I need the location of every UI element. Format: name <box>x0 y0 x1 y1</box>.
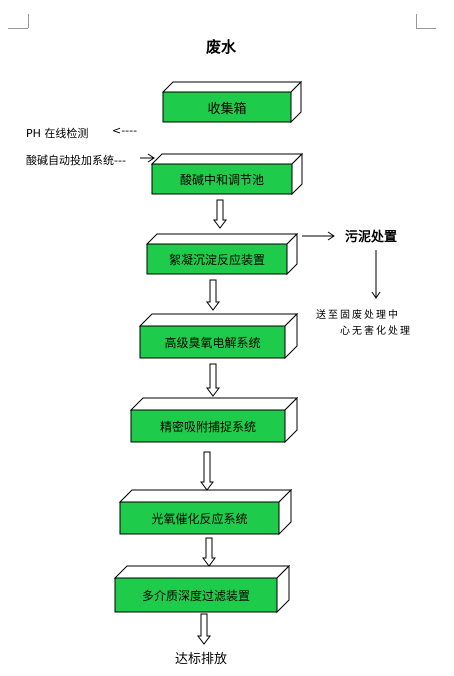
dosing-arrow <box>140 153 155 163</box>
step-4-top-face <box>138 313 299 327</box>
step-6-label: 光氧催化反应系统 <box>151 511 248 526</box>
step-5-label: 精密吸附捕捉系统 <box>159 419 256 434</box>
sludge-note-line1: 送至固废处理中 <box>316 310 400 321</box>
step-5-box <box>129 396 299 444</box>
step-2-label: 酸碱中和调节池 <box>179 172 264 187</box>
step-7-top-face <box>113 565 291 579</box>
step-4-front-face <box>139 325 286 359</box>
sludge-note-line2: 心无害化处理 <box>340 326 412 337</box>
ph-arrow-text: <---- <box>112 124 138 137</box>
crop-mark-top-left <box>22 14 29 28</box>
flow-arrow-3 <box>206 363 220 397</box>
crop-mark-top-left-h <box>8 28 28 29</box>
flow-boxes <box>113 80 304 614</box>
step-4-box <box>138 312 299 360</box>
sludge-down-arrow <box>371 250 381 299</box>
end-label: 达标排放 <box>175 652 228 667</box>
ph-monitor-label: PH 在线检测 <box>26 127 89 140</box>
flow-arrow-6 <box>197 613 211 645</box>
step-3-top-face <box>145 233 299 245</box>
step-6-top-face <box>118 489 293 503</box>
sludge-arrow <box>302 231 335 241</box>
step-3-box <box>145 232 299 276</box>
step-7-front-face <box>114 577 278 613</box>
step-2-box <box>150 152 304 196</box>
flow-arrow-5 <box>202 537 216 567</box>
diagram-title: 废水 <box>206 38 237 56</box>
step-1-front-face <box>162 91 292 123</box>
step-7-box <box>113 564 291 614</box>
flow-arrow-1 <box>213 199 227 229</box>
step-2-front-face <box>151 163 293 195</box>
step-4-label: 高级臭氧电解系统 <box>164 335 261 350</box>
step-1-top-face <box>161 81 303 93</box>
crop-mark-top-right-h <box>416 28 436 29</box>
step-6-box <box>118 488 293 536</box>
sludge-label: 污泥处置 <box>345 230 398 245</box>
step-2-top-face <box>150 153 304 165</box>
step-7-label: 多介质深度过滤装置 <box>141 588 250 603</box>
step-3-label: 絮凝沉淀反应装置 <box>168 252 265 267</box>
step-6-front-face <box>119 501 280 535</box>
flow-arrow-4 <box>200 451 214 491</box>
crop-mark-top-right <box>416 14 417 28</box>
dosing-label: 酸碱自动投加系统--- <box>26 154 126 167</box>
flow-arrow-2 <box>206 279 220 311</box>
step-5-front-face <box>130 409 286 443</box>
step-3-front-face <box>146 243 288 275</box>
flow-arrows <box>197 199 227 645</box>
step-5-top-face <box>129 397 299 411</box>
step-1-label: 收集箱 <box>207 101 247 117</box>
step-1-box <box>161 80 303 124</box>
